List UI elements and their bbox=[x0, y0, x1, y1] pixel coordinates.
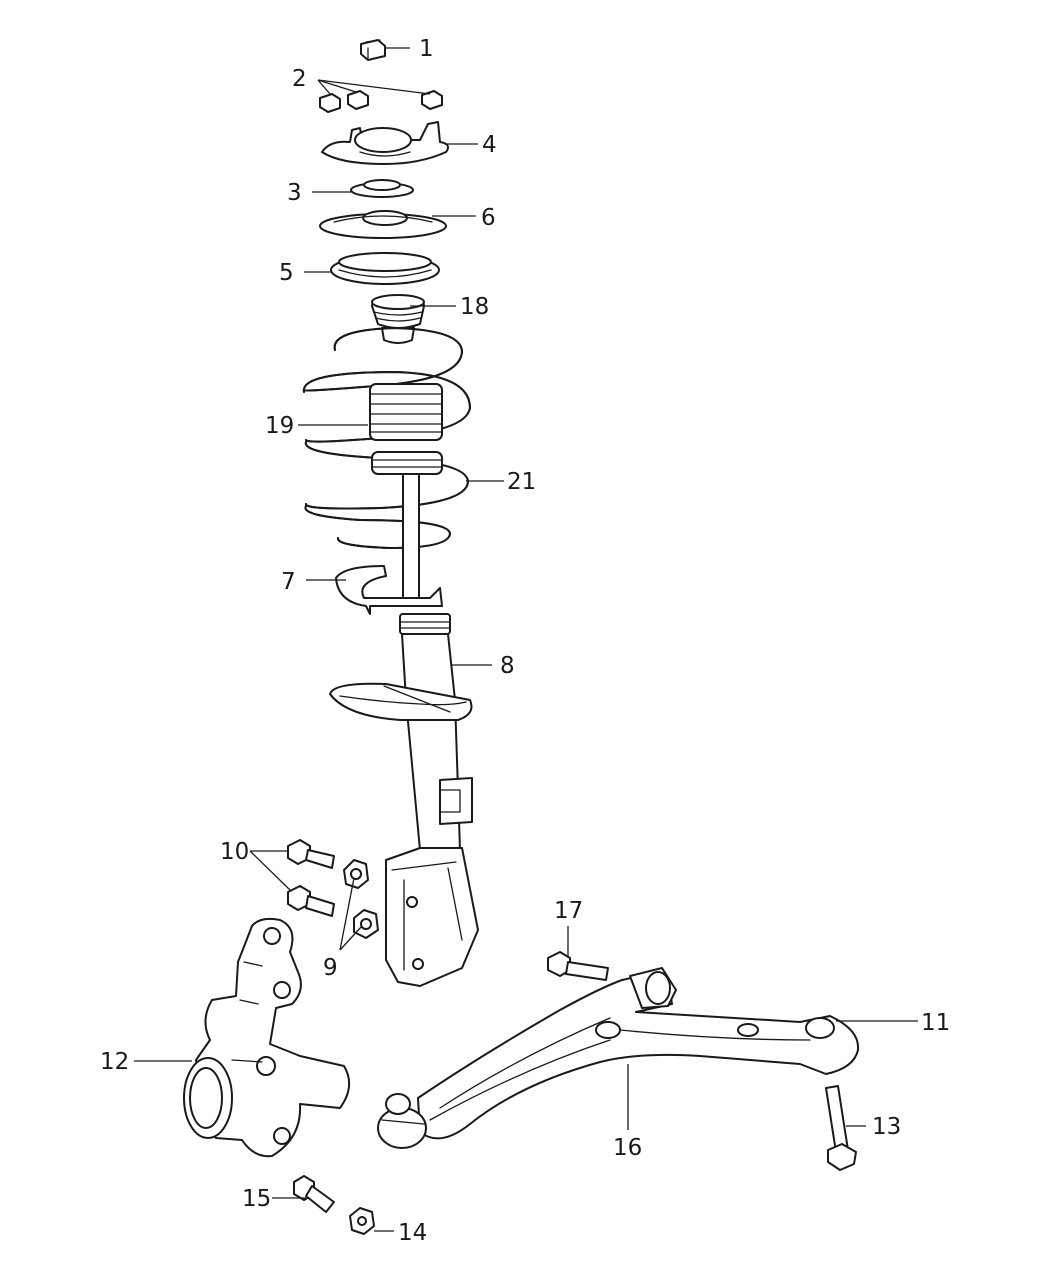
callout-8: 8 bbox=[500, 653, 515, 679]
part-10-strut-bolts bbox=[287, 839, 335, 917]
callout-16: 16 bbox=[613, 1135, 642, 1161]
callout-9: 9 bbox=[323, 955, 338, 981]
part-1-strut-nut bbox=[360, 39, 386, 61]
part-7-lower-spring-isolator bbox=[335, 565, 443, 615]
callout-4: 4 bbox=[482, 132, 497, 158]
callout-17: 17 bbox=[554, 898, 583, 924]
callout-6: 6 bbox=[481, 205, 496, 231]
part-17-control-arm-bolt bbox=[547, 951, 609, 981]
part-5-spring-isolator bbox=[330, 252, 440, 285]
callout-11: 11 bbox=[921, 1010, 950, 1036]
callout-3: 3 bbox=[287, 180, 302, 206]
callout-21: 21 bbox=[507, 469, 536, 495]
part-16-lower-control-arm bbox=[377, 967, 860, 1149]
part-21-coil-spring bbox=[302, 327, 471, 549]
callout-5: 5 bbox=[279, 260, 294, 286]
strut-piston-rod bbox=[402, 473, 420, 605]
part-9-strut-nuts bbox=[343, 859, 379, 939]
callout-15: 15 bbox=[242, 1186, 271, 1212]
callout-1: 1 bbox=[419, 36, 434, 62]
part-12-steering-knuckle bbox=[183, 917, 351, 1158]
callout-2: 2 bbox=[292, 66, 307, 92]
part-3-bearing bbox=[350, 179, 414, 198]
callout-14: 14 bbox=[398, 1220, 427, 1246]
callout-7: 7 bbox=[281, 569, 296, 595]
part-13-vertical-bolt bbox=[825, 1085, 857, 1171]
part-15-pinch-bolt bbox=[293, 1175, 335, 1213]
callout-18: 18 bbox=[460, 294, 489, 320]
part-8-strut-assembly bbox=[329, 613, 479, 987]
callout-12: 12 bbox=[100, 1049, 129, 1075]
callout-19: 19 bbox=[265, 413, 294, 439]
leader-lines bbox=[134, 47, 918, 1232]
part-2-mount-nuts bbox=[319, 90, 443, 113]
callout-10: 10 bbox=[220, 839, 249, 865]
part-19-dust-boot bbox=[369, 383, 443, 475]
part-4-upper-strut-mount bbox=[321, 121, 449, 165]
part-6-upper-spring-seat bbox=[319, 210, 447, 239]
part-18-jounce-bumper bbox=[371, 294, 425, 344]
part-14-pinch-nut bbox=[349, 1207, 375, 1235]
callout-labels: 1 2 3 4 5 6 7 8 9 10 11 12 13 14 15 16 1… bbox=[100, 36, 950, 1246]
callout-13: 13 bbox=[872, 1114, 901, 1140]
